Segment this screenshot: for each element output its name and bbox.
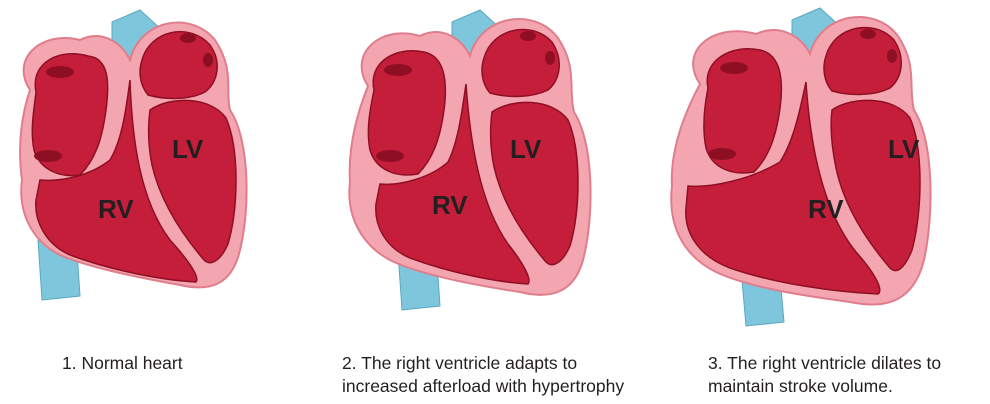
vessel-opening bbox=[180, 33, 196, 43]
caption-rv-dilation: 3. The right ventricle dilates to mainta… bbox=[708, 352, 941, 398]
vessel-opening bbox=[34, 150, 62, 162]
lv-label: LV bbox=[510, 134, 542, 164]
caption-rv-hypertrophy: 2. The right ventricle adapts to increas… bbox=[342, 352, 624, 398]
vessel-opening bbox=[887, 49, 897, 63]
vessel-opening bbox=[376, 150, 404, 162]
heart-illustration-dilation: RV LV bbox=[660, 0, 990, 404]
heart-illustration-hypertrophy: RV LV bbox=[330, 0, 660, 404]
vessel-opening bbox=[545, 51, 555, 65]
rv-label: RV bbox=[98, 194, 134, 224]
vessel-opening bbox=[708, 148, 736, 160]
panel-normal-heart: RV LV 1. Normal heart bbox=[0, 0, 330, 404]
vessel-opening bbox=[720, 62, 748, 74]
vessel-opening bbox=[860, 29, 876, 39]
vessel-opening bbox=[520, 31, 536, 41]
lv-label: LV bbox=[888, 134, 920, 164]
heart-illustration-normal: RV LV bbox=[0, 0, 330, 404]
vessel-opening bbox=[46, 66, 74, 78]
rv-label: RV bbox=[808, 194, 844, 224]
vessel-opening bbox=[384, 64, 412, 76]
caption-normal-heart: 1. Normal heart bbox=[62, 352, 183, 375]
lv-label: LV bbox=[172, 134, 204, 164]
panel-rv-hypertrophy: RV LV 2. The right ventricle adapts to i… bbox=[330, 0, 660, 404]
vessel-opening bbox=[203, 53, 213, 67]
panel-rv-dilation: RV LV 3. The right ventricle dilates to … bbox=[660, 0, 990, 404]
rv-label: RV bbox=[432, 190, 468, 220]
